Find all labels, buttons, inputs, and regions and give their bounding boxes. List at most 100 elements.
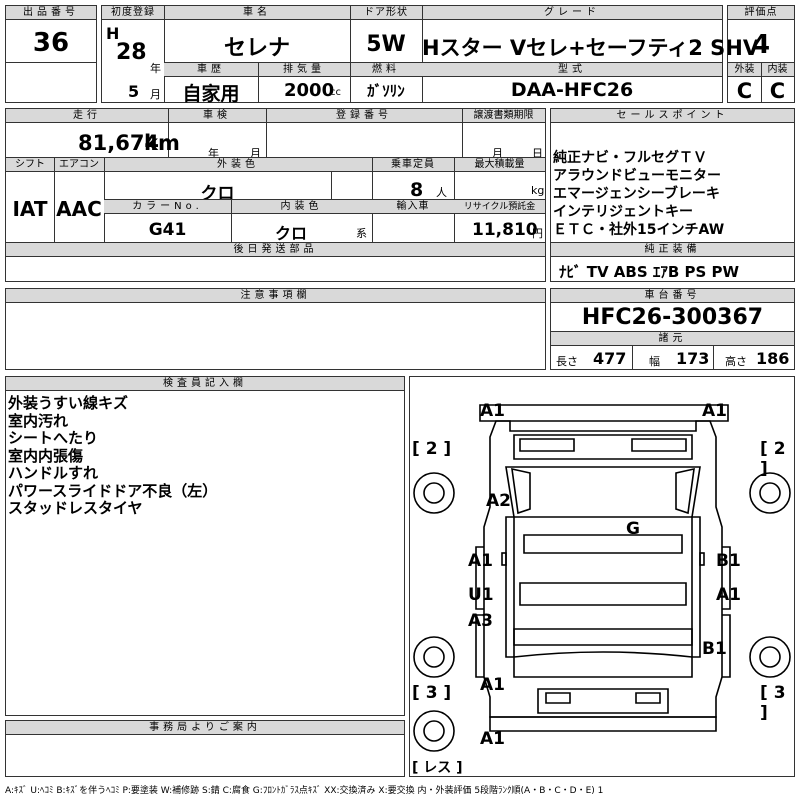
car-name-label: 車名 bbox=[164, 6, 350, 20]
height: 186 bbox=[756, 349, 790, 368]
displacement: 2000 bbox=[284, 80, 335, 101]
aircon-label: エアコン bbox=[54, 158, 104, 172]
tire-bracket: [ 3 ] bbox=[412, 683, 452, 703]
registration-year: 28 bbox=[116, 40, 147, 65]
grade: Hスター Vセレ+セーフティ2 SHV bbox=[422, 36, 760, 60]
width: 173 bbox=[676, 349, 710, 368]
inspector-note: 室内内張傷 bbox=[8, 446, 84, 465]
lot-number: 36 bbox=[32, 28, 70, 58]
damage-mark: A1 bbox=[480, 675, 505, 695]
tire-bracket: [ 3 ] bbox=[760, 683, 786, 723]
year-unit: 年 bbox=[150, 62, 161, 75]
office-box: 事務局よりご案内 bbox=[5, 720, 405, 777]
damage-mark: A2 bbox=[486, 491, 511, 511]
import-label: 輸入車 bbox=[372, 200, 454, 214]
month-unit: 月 bbox=[150, 88, 161, 101]
sales-points-list: 純正ナビ・フルセグＴＶ アラウンドビューモニター エマージェンシーブレーキ イン… bbox=[553, 149, 793, 239]
history-label: 車歴 bbox=[164, 63, 258, 77]
transfer-deadline-label: 譲渡書類期限 bbox=[462, 109, 545, 123]
sales-point: アラウンドビューモニター bbox=[553, 168, 721, 184]
transfer-month-unit: 月 bbox=[492, 147, 503, 160]
inspector-note: ハンドルすれ bbox=[8, 464, 99, 482]
color-number-label: カラーNo. bbox=[104, 200, 231, 214]
damage-mark: A1 bbox=[716, 585, 741, 605]
inspection-label: 車検 bbox=[168, 109, 266, 123]
tire-bracket: [ 2 ] bbox=[412, 439, 452, 459]
inspector-label: 検査員記入欄 bbox=[6, 377, 404, 391]
notes-box: 注意事項欄 bbox=[5, 288, 546, 370]
standard-equipment-label: 純正装備 bbox=[551, 243, 794, 257]
displacement-label: 排気量 bbox=[258, 63, 350, 77]
damage-mark: A1 bbox=[702, 401, 727, 421]
mileage: 81,674 bbox=[78, 131, 160, 155]
damage-diagram-box: A1 A1 A2 G A1 B1 U1 A1 A3 B1 A1 A1 [ 2 ]… bbox=[409, 376, 795, 777]
car-outline-diagram bbox=[413, 404, 791, 752]
interior-grade: C bbox=[769, 79, 786, 103]
damage-mark: U1 bbox=[468, 585, 494, 605]
length: 477 bbox=[593, 349, 627, 368]
interior-color: クロ bbox=[274, 224, 307, 243]
sales-point: エマージェンシーブレーキ bbox=[553, 186, 720, 202]
chassis-number-label: 車台番号 bbox=[551, 289, 794, 303]
lot-number-label: 出品番号 bbox=[6, 6, 96, 20]
registration-number-label: 登録番号 bbox=[266, 109, 462, 123]
mileage-unit: km bbox=[144, 131, 180, 155]
height-label: 高さ bbox=[725, 355, 747, 368]
max-load-unit: kg bbox=[531, 184, 545, 197]
damage-mark: G bbox=[626, 519, 640, 539]
chassis-number: HFC26-300367 bbox=[581, 305, 764, 330]
mileage-label: 走行 bbox=[6, 109, 168, 123]
exterior-label: 外装 bbox=[728, 63, 761, 77]
fuel: ｶﾞｿﾘﾝ bbox=[367, 82, 405, 100]
later-parts-label: 後日発送部品 bbox=[6, 243, 545, 257]
score: 4 bbox=[751, 30, 771, 60]
inspector-note: シートへたり bbox=[8, 429, 99, 447]
interior-color-unit: 系 bbox=[356, 227, 367, 240]
aircon: AAC bbox=[56, 197, 102, 221]
shift-label: シフト bbox=[6, 158, 54, 172]
chassis-box: 車台番号 HFC26-300367 諸元 長さ 477 幅 173 高さ 186 bbox=[550, 288, 795, 370]
recycle-unit: 円 bbox=[532, 227, 543, 240]
inspector-note: パワースライドドア不良（左） bbox=[8, 481, 218, 500]
office-label: 事務局よりご案内 bbox=[6, 721, 404, 735]
damage-mark: A1 bbox=[480, 729, 505, 749]
width-label: 幅 bbox=[649, 355, 660, 368]
vehicle-detail-box: 走行 車検 登録番号 譲渡書類期限 81,674 km 年 月 月 日 シフト … bbox=[5, 108, 546, 282]
inspector-note: 外装うすい線キズ bbox=[8, 394, 129, 412]
vehicle-header-box: 初度登録 車名 ドア形状 グレード H 28 年 セレナ 5W Hスター Vセレ… bbox=[101, 5, 760, 105]
lot-number-box: 出品番号 36 bbox=[5, 5, 97, 103]
history: 自家用 bbox=[182, 83, 240, 105]
legend: A:ｷｽﾞ U:ﾍｺﾐ B:ｷｽﾞを伴うﾍｺﾐ P:要塗装 W:補修跡 S:錆 … bbox=[5, 786, 604, 796]
interior-label: 内装 bbox=[761, 63, 794, 77]
model: DAA-HFC26 bbox=[510, 79, 634, 101]
standard-equipment: ﾅﾋﾞ TV ABS ｴｱB PS PW bbox=[559, 263, 740, 281]
inspector-note: スタッドレスタイヤ bbox=[8, 499, 143, 517]
damage-mark: A1 bbox=[480, 401, 505, 421]
notes-label: 注意事項欄 bbox=[6, 289, 545, 303]
inspection-year-unit: 年 bbox=[208, 147, 219, 160]
first-registration-label: 初度登録 bbox=[102, 6, 164, 20]
inspection-month-unit: 月 bbox=[250, 147, 261, 160]
model-label: 型式 bbox=[422, 63, 722, 77]
damage-mark: B1 bbox=[702, 639, 727, 659]
color-number: G41 bbox=[148, 220, 187, 240]
capacity-label: 乗車定員 bbox=[372, 158, 454, 172]
score-box: 評価点 4 外装 内装 C C bbox=[727, 5, 795, 103]
registration-month: 5 bbox=[128, 82, 140, 101]
era-letter: H bbox=[106, 24, 120, 43]
shift: IAT bbox=[12, 197, 48, 221]
score-label: 評価点 bbox=[728, 6, 794, 20]
damage-mark: B1 bbox=[716, 551, 741, 571]
max-load-label: 最大積載量 bbox=[454, 158, 545, 172]
sales-point: ＥＴＣ・社外15インチAW bbox=[553, 222, 725, 238]
tire-bracket: [ レス ] bbox=[412, 760, 463, 776]
capacity: 8 bbox=[410, 179, 424, 201]
length-label: 長さ bbox=[556, 355, 578, 368]
grade-label: グレード bbox=[422, 6, 722, 20]
tire-bracket: [ 2 ] bbox=[760, 439, 786, 479]
sales-points-label: セールスポイント bbox=[551, 109, 794, 123]
door-type-label: ドア形状 bbox=[350, 6, 422, 20]
car-name: セレナ bbox=[223, 36, 290, 61]
inspector-note: 室内汚れ bbox=[8, 411, 69, 430]
sales-points-box: セールスポイント 純正ナビ・フルセグＴＶ アラウンドビューモニター エマージェン… bbox=[550, 108, 795, 282]
